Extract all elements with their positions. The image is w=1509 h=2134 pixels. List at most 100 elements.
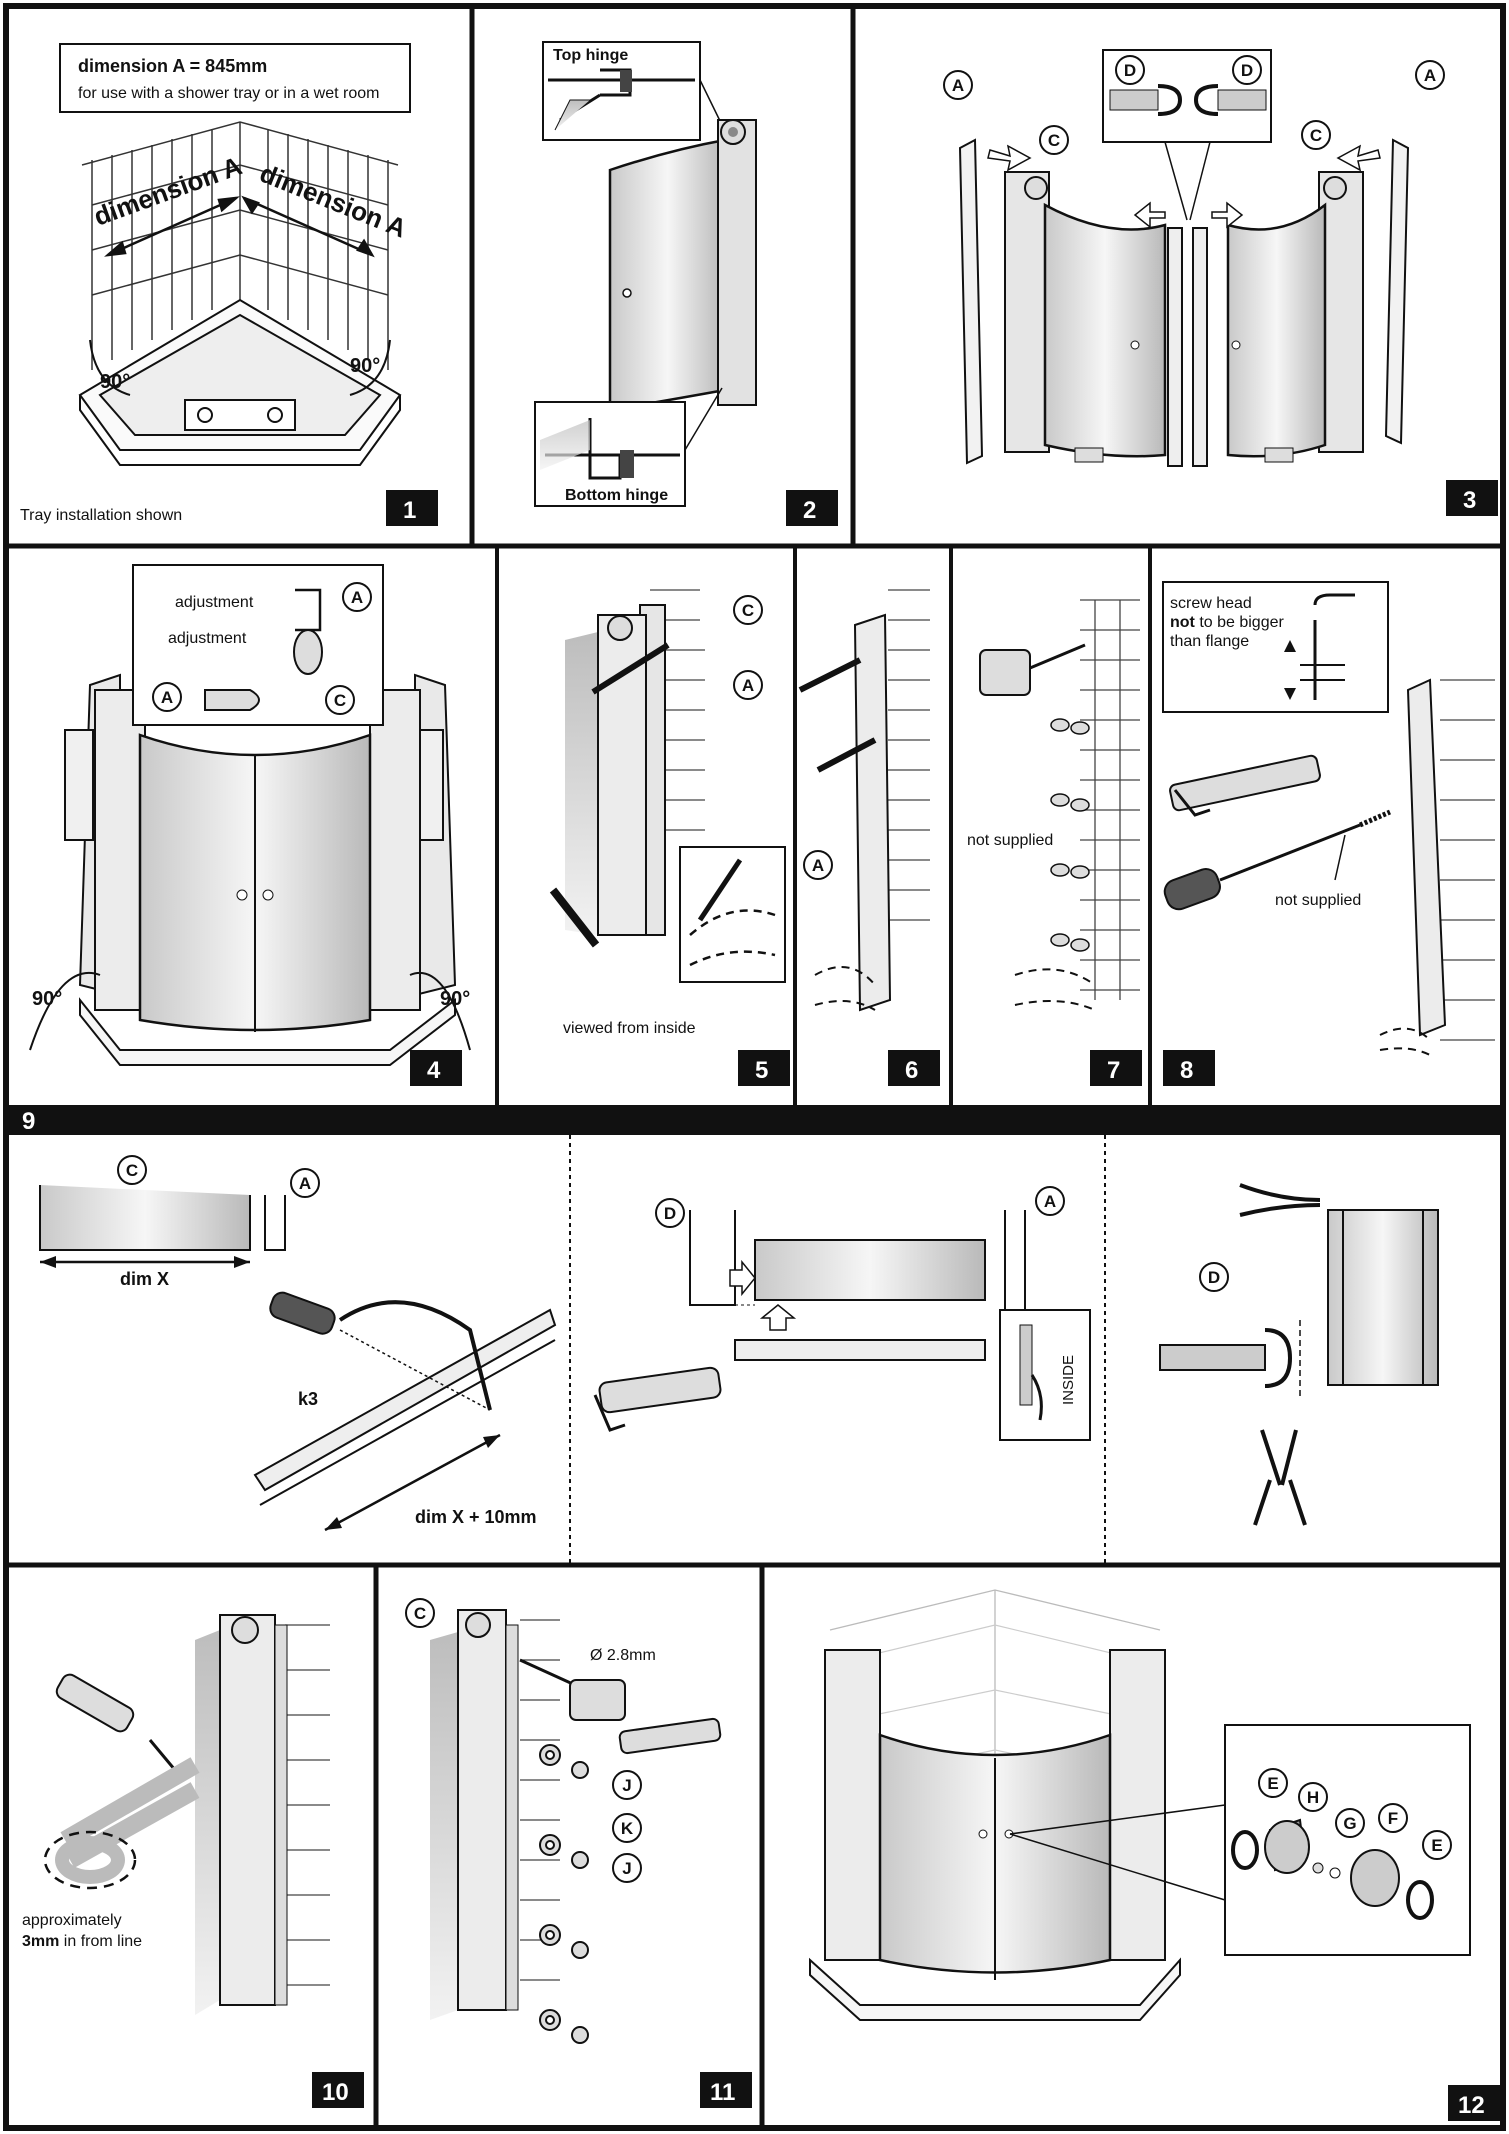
sealant-gun-icon-11 [618,1717,722,1755]
handle-knob-outer [1350,1849,1400,1907]
k3-label: k3 [298,1389,318,1409]
svg-text:D: D [1241,61,1253,80]
step-number-7: 7 [1107,1057,1120,1084]
dim-x-plus-label: dim X + 10mm [415,1507,537,1527]
not-supplied-note-8: not supplied [1275,892,1361,909]
tiled-walls [81,121,399,370]
step-badge-5 [738,1050,790,1086]
seal-profile-right [1192,227,1208,467]
part-callout-f-12: F [1388,1809,1398,1828]
angle-arc-right [349,339,391,396]
not-supplied-note-7: not supplied [967,832,1053,849]
svg-text:C: C [742,601,754,620]
wall-plugs-7 [1050,718,1090,952]
step-number-1: 1 [403,497,416,524]
sealant-note-line-1: approximately [22,1912,122,1929]
step-number-6: 6 [905,1057,918,1084]
part-callouts-5: C A [733,595,763,700]
step-number-11: 11 [710,2079,735,2106]
sealant-gun-icon-10 [55,1673,135,1733]
hinged-door-glass [608,138,727,412]
part-callout-a-6: A [812,856,824,875]
svg-text:A: A [742,676,754,695]
step-number-5: 5 [755,1057,768,1084]
right-door-glass [1226,202,1327,458]
part-callout-j-11b: J [622,1859,631,1878]
screwdriver-icon [1163,868,1221,911]
sealant-note-line-2: 3mm in from line [22,1933,142,1950]
viewed-from-inside-caption: viewed from inside [563,1020,696,1037]
step-badge-12 [1448,2085,1500,2121]
part-callout-d-9b: D [1208,1268,1220,1287]
screw-note-line-1: screw head [1170,595,1252,612]
panel-9: dim X C A k3 dim X + 10mm INSIDE [39,1155,1439,1532]
part-callout-k-11: K [621,1819,634,1838]
screw-head-inset [1162,581,1389,713]
step-badge-10 [312,2072,364,2108]
sealant-gun-icon [1169,754,1321,812]
panel-3: A A C C D D 3 [943,49,1498,516]
step-badge-3 [1446,480,1498,516]
part-callout-a-9b: A [1044,1192,1056,1211]
k3-profile [253,1308,557,1492]
panel-6: A 6 [798,589,940,1086]
panel-grid [3,3,1506,2131]
wall-profile-left [958,138,984,465]
wall-profile-6 [853,613,892,1012]
cutters-icon [1253,1429,1307,1526]
inside-label: INSIDE [1060,1355,1077,1405]
dimension-a-left-label: dimension A [90,150,246,231]
part-callouts-3: A A C C D D [943,55,1445,155]
wall-profile-8 [1406,678,1447,1037]
svg-text:A: A [351,588,363,607]
pliers-icon [1239,1183,1321,1217]
svg-text:D: D [1124,61,1136,80]
hinge-profile [717,119,757,406]
drill-icon-11 [569,1679,626,1721]
part-callout-e-12a: E [1267,1774,1278,1793]
wall-profile-right [1384,138,1410,445]
step-number-12: 12 [1458,2092,1485,2119]
section-9-banner [6,1105,1503,1135]
part-callout-e-12b: E [1431,1836,1442,1855]
fixing-screws [539,1744,589,2044]
part-callout-d-9: D [664,1204,676,1223]
svg-text:C: C [1310,126,1322,145]
sealant-gun-icon-9 [598,1366,722,1414]
inside-detail-inset [999,1309,1091,1441]
dim-x-label: dim X [120,1269,169,1289]
bottom-hinge-label: Bottom hinge [565,487,668,504]
step-number-8: 8 [1180,1057,1193,1084]
enclosure-tray [79,997,456,1066]
dimension-subtitle: for use with a shower tray or in a wet r… [78,85,379,102]
angle-left-label-4: 90° [32,988,62,1010]
drill-size-label: Ø 2.8mm [590,1647,656,1664]
part-callout-h-12: H [1307,1788,1319,1807]
step-number-3: 3 [1463,487,1476,514]
left-door-glass [1043,202,1167,458]
hinge-profile-10 [219,1614,276,2006]
part-callout-a-9: A [299,1174,311,1193]
angle-right-label: 90° [350,355,380,377]
step-badge-8 [1163,1050,1215,1086]
adjustment-label-top: adjustment [175,594,254,611]
panel-4: adjustment adjustment A A C 90° 90° 4 [29,564,471,1086]
part-callout-c-11: C [414,1604,426,1623]
screw-note-line-3: than flange [1170,633,1249,650]
adjustment-label-side: adjustment [168,630,247,647]
hinge-profile-11 [457,1609,507,2011]
step-badge-4 [410,1050,462,1086]
dimension-note-box [59,43,411,113]
shower-tray [78,298,402,466]
panel-1: dimension A = 845mm for use with a showe… [20,43,438,526]
hinge-profile-5 [597,614,647,936]
step-badge-1 [386,490,438,526]
step-badge-2 [786,490,838,526]
part-callouts-4: A A C [152,582,372,715]
step-number-4: 4 [427,1057,441,1084]
svg-text:C: C [334,691,346,710]
step-number-2: 2 [803,497,816,524]
svg-text:A: A [161,688,173,707]
panel-2: Top hinge Bottom hinge 2 [534,41,838,526]
